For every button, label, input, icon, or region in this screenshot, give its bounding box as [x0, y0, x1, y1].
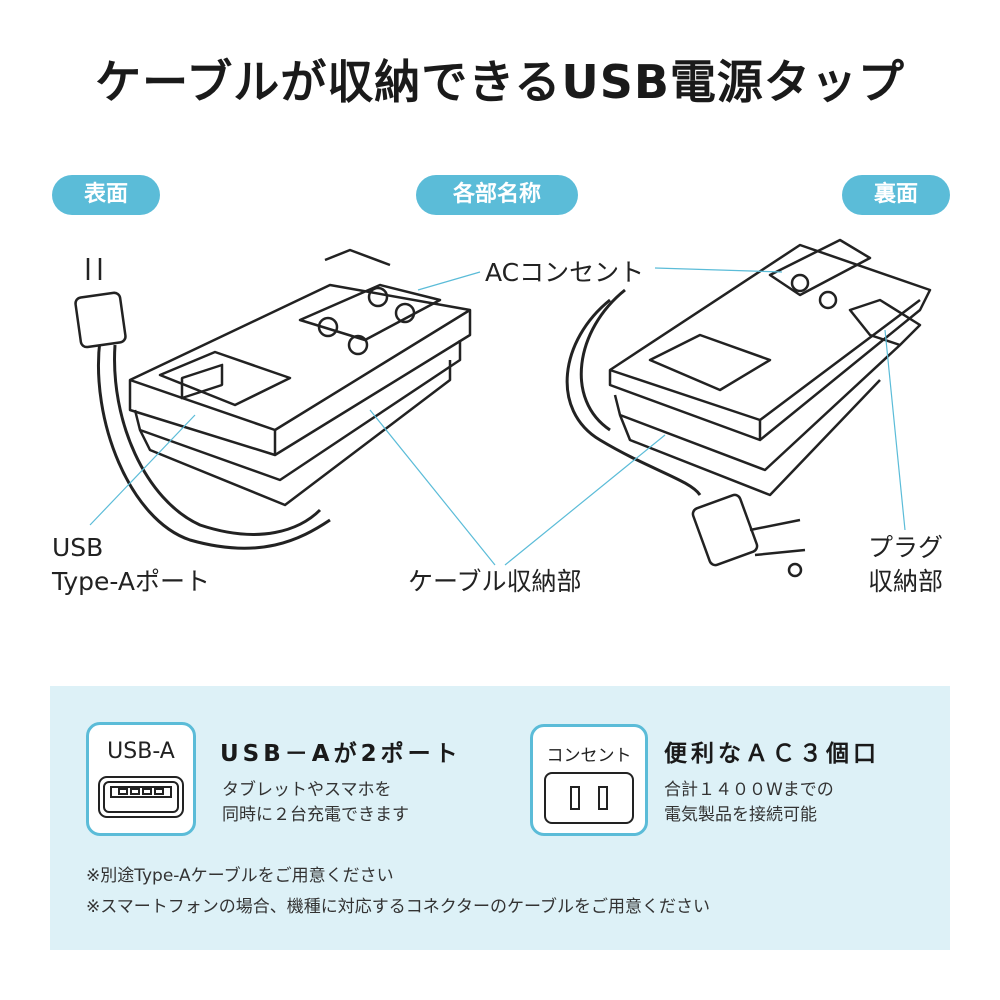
note-2: ※スマートフォンの場合、機種に対応するコネクターのケーブルをご用意ください	[86, 897, 711, 917]
parts-badge: 各部名称	[416, 175, 578, 215]
product-illustration	[74, 238, 932, 578]
usb-feature-desc-2: 同時に２台充電できます	[222, 805, 409, 825]
ac-outlet-label: ACコンセント	[485, 258, 645, 287]
page-title: ケーブルが収納できるUSB電源タップ	[95, 55, 905, 109]
usb-label-line2: Type-Aポート	[52, 567, 210, 596]
plug-storage-label-line1: プラグ	[868, 533, 944, 562]
front-badge: 表面	[52, 175, 160, 215]
ac-feature-desc-1: 合計１４００Wまでの	[664, 780, 834, 800]
usb-a-icon-label: USB-A	[107, 739, 175, 764]
ac-feature-title: 便利なＡＣ３個口	[664, 741, 880, 767]
usb-a-icon-box: USB-A	[86, 722, 196, 836]
ac-outlet-icon-box: コンセント	[530, 724, 648, 836]
plug-storage-label-line2: 収納部	[868, 567, 944, 596]
back-device-drawing	[565, 238, 932, 578]
usb-label-line1: USB	[52, 533, 104, 562]
ac-feature-desc-2: 電気製品を接続可能	[664, 805, 817, 825]
ac-outlet-icon	[544, 772, 634, 824]
usb-a-port-icon	[98, 776, 184, 818]
note-1: ※別途Type-Aケーブルをご用意ください	[86, 866, 394, 886]
back-badge: 裏面	[842, 175, 950, 215]
leader-lines	[89, 267, 906, 566]
usb-feature-desc-1: タブレットやスマホを	[222, 780, 392, 800]
cable-storage-label: ケーブル収納部	[408, 567, 582, 596]
ac-outlet-icon-label: コンセント	[546, 746, 632, 766]
front-device-drawing	[74, 248, 472, 550]
usb-feature-title: USB－Aが2ポート	[220, 741, 462, 767]
feature-panel	[50, 686, 950, 950]
